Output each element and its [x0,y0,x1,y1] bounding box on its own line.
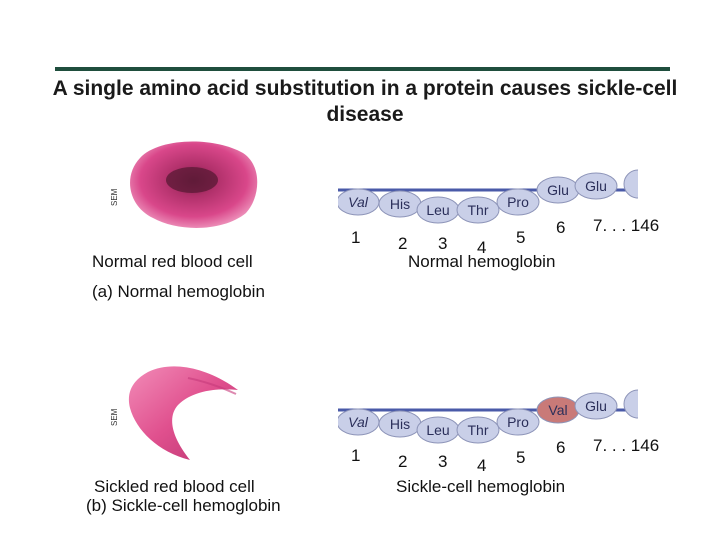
sickle-residue-1: Val [348,414,369,430]
sickle-position-3: 3 [438,452,448,471]
sickled-red-blood-cell-image [128,366,238,460]
normal-residue-4: Thr [468,202,489,218]
normal-bead-7 [574,172,618,200]
normal-position-6: 6 [556,218,566,237]
normal-position-4: 4 [477,238,487,257]
sickle-bead-7 [574,392,618,420]
sickled-cell-caption: Sickled red blood cell [94,477,255,496]
title-line-2: disease [326,103,404,126]
normal-chain-end-bead [623,169,638,199]
normal-red-blood-cell-image [130,141,258,228]
sickle-panel-label: (b) Sickle-cell hemoglobin [86,496,281,515]
normal-bead-5 [496,188,540,216]
normal-panel-label: (a) Normal hemoglobin [92,282,265,301]
sickle-bead-5 [496,408,540,436]
normal-residue-beads: Val His Leu Thr Pro Glu Glu [338,169,638,224]
sickle-bead-4 [456,416,500,444]
sickle-residue-4: Thr [468,422,489,438]
slide-title: A single amino acid substitution in a pr… [40,76,690,128]
sickle-residue-3: Leu [426,422,449,438]
title-rule [55,67,670,71]
normal-residue-2: His [390,196,410,212]
normal-chain-title: Normal hemoglobin [408,252,556,271]
sickle-position-6: 6 [556,438,566,457]
sickle-residue-6: Val [548,402,567,418]
sickle-position-2: 2 [398,452,408,471]
normal-position-1: 1 [351,228,361,247]
sickle-residue-7: Glu [585,398,607,414]
normal-position-7-146: 7. . . 146 [593,216,660,235]
sickle-chain-title: Sickle-cell hemoglobin [396,477,566,496]
sickle-position-1: 1 [351,446,361,465]
normal-hemoglobin-chain: Val His Leu Thr Pro Glu Glu [338,169,638,224]
normal-bead-4 [456,196,500,224]
title-line-1: A single amino acid substitution in a pr… [52,77,678,100]
normal-residue-7: Glu [585,178,607,194]
sickle-position-7-146: 7. . . 146 [593,436,660,455]
sickle-position-4: 4 [477,456,487,475]
sickle-residue-5: Pro [507,414,529,430]
normal-residue-5: Pro [507,194,529,210]
normal-position-2: 2 [398,234,408,253]
sickle-position-5: 5 [516,448,526,467]
sickle-chain-end-bead [623,389,638,419]
normal-residue-6: Glu [547,182,569,198]
normal-position-5: 5 [516,228,526,247]
normal-position-3: 3 [438,234,448,253]
sickle-residue-2: His [390,416,410,432]
normal-residue-1: Val [348,194,369,210]
normal-residue-3: Leu [426,202,449,218]
normal-cell-caption: Normal red blood cell [92,252,253,271]
